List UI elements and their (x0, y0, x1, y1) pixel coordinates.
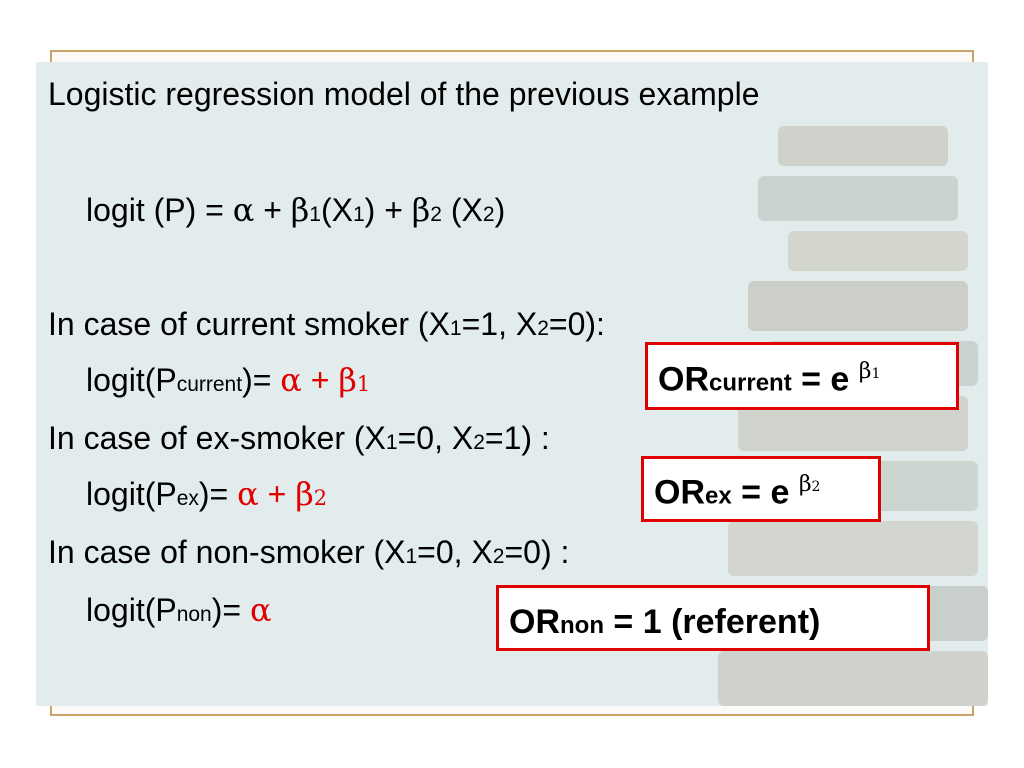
rhs-beta: β (338, 361, 357, 399)
heading-sub: 1 (405, 545, 418, 568)
or-label: OR (658, 360, 709, 399)
or-eq: = e (731, 473, 799, 512)
eq-x2-close: ) (494, 192, 506, 228)
logit-sub: current (176, 373, 243, 396)
eq-x1-close: ) + (364, 192, 412, 228)
eq-x1-open: (X (320, 192, 353, 228)
or-eq: = e (791, 360, 859, 399)
heading-text: =0, X (397, 420, 474, 456)
eq-beta1-sub: 1 (309, 203, 321, 226)
eq-alpha: α (232, 191, 255, 229)
rhs-alpha: α (249, 591, 272, 629)
rhs-beta: β (295, 475, 314, 513)
rhs-alpha: α (237, 475, 259, 513)
heading-sub: 2 (537, 317, 549, 340)
rhs-alpha: α (280, 361, 302, 399)
heading-sub: 1 (449, 317, 462, 340)
logit-text: )= (242, 362, 281, 398)
current-logit-line: logit(Pcurrent)= α + β1 (86, 364, 370, 396)
heading-text: =1) : (484, 420, 550, 456)
heading-text: In case of non-smoker (X (48, 534, 406, 570)
rhs-plus: + (301, 362, 339, 398)
current-smoker-heading: In case of current smoker (X1=1, X2=0): (48, 308, 605, 340)
eq-beta1: β (290, 191, 310, 229)
heading-text: In case of ex-smoker (X (48, 420, 386, 456)
heading-text: In case of current smoker (X (48, 306, 450, 342)
ex-smoker-heading: In case of ex-smoker (X1=0, X2=1) : (48, 422, 550, 454)
or-sup-sub: 1 (871, 366, 881, 382)
or-sub: non (560, 612, 604, 639)
logit-sub: ex (176, 487, 199, 510)
logit-text: )= (211, 592, 250, 628)
logit-text: logit(P (86, 592, 177, 628)
eq-x1-sub: 1 (352, 203, 365, 226)
logit-text: logit(P (86, 362, 177, 398)
general-logit-equation: logit (P) = α + β1(X1) + β2 (X2) (86, 194, 505, 226)
slide-title: Logistic regression model of the previou… (48, 76, 760, 112)
heading-sub: 2 (492, 545, 505, 568)
or-non-box: ORnon = 1 (referent) (496, 585, 930, 651)
heading-text: =1, X (461, 306, 538, 342)
or-sub: ex (705, 482, 732, 510)
eq-x2-sub: 2 (482, 203, 495, 226)
or-sub: current (709, 369, 792, 397)
heading-text: =0, X (417, 534, 493, 570)
heading-sub: 1 (385, 431, 398, 454)
or-ex-box: ORex = e β2 (641, 456, 881, 522)
rhs-sub: 1 (356, 372, 371, 396)
or-sup-beta: β (858, 359, 872, 384)
eq-plus1: + (254, 192, 291, 228)
heading-sub: 2 (473, 431, 485, 454)
eq-lhs: logit (P) = (86, 192, 233, 228)
or-sup-sub: 2 (811, 479, 821, 495)
logit-text: logit(P (86, 476, 177, 512)
heading-text: =0) : (504, 534, 570, 570)
eq-beta2: β (411, 191, 431, 229)
ex-logit-line: logit(Pex)= α + β2 (86, 478, 327, 510)
heading-text: =0): (548, 306, 605, 342)
or-sup-beta: β (798, 472, 812, 497)
logit-sub: non (176, 603, 212, 626)
non-smoker-heading: In case of non-smoker (X1=0, X2=0) : (48, 536, 569, 568)
rhs-sub: 2 (313, 486, 328, 510)
or-current-box: ORcurrent = e β1 (645, 342, 959, 410)
eq-x2-open: (X (441, 192, 483, 228)
logit-text: )= (198, 476, 238, 512)
or-label: OR (509, 603, 560, 641)
rhs-plus: + (258, 476, 296, 512)
or-label: OR (654, 473, 705, 512)
non-logit-line: logit(Pnon)= α (86, 594, 272, 626)
eq-beta2-sub: 2 (430, 203, 442, 226)
or-eq: = 1 (referent) (603, 603, 821, 641)
